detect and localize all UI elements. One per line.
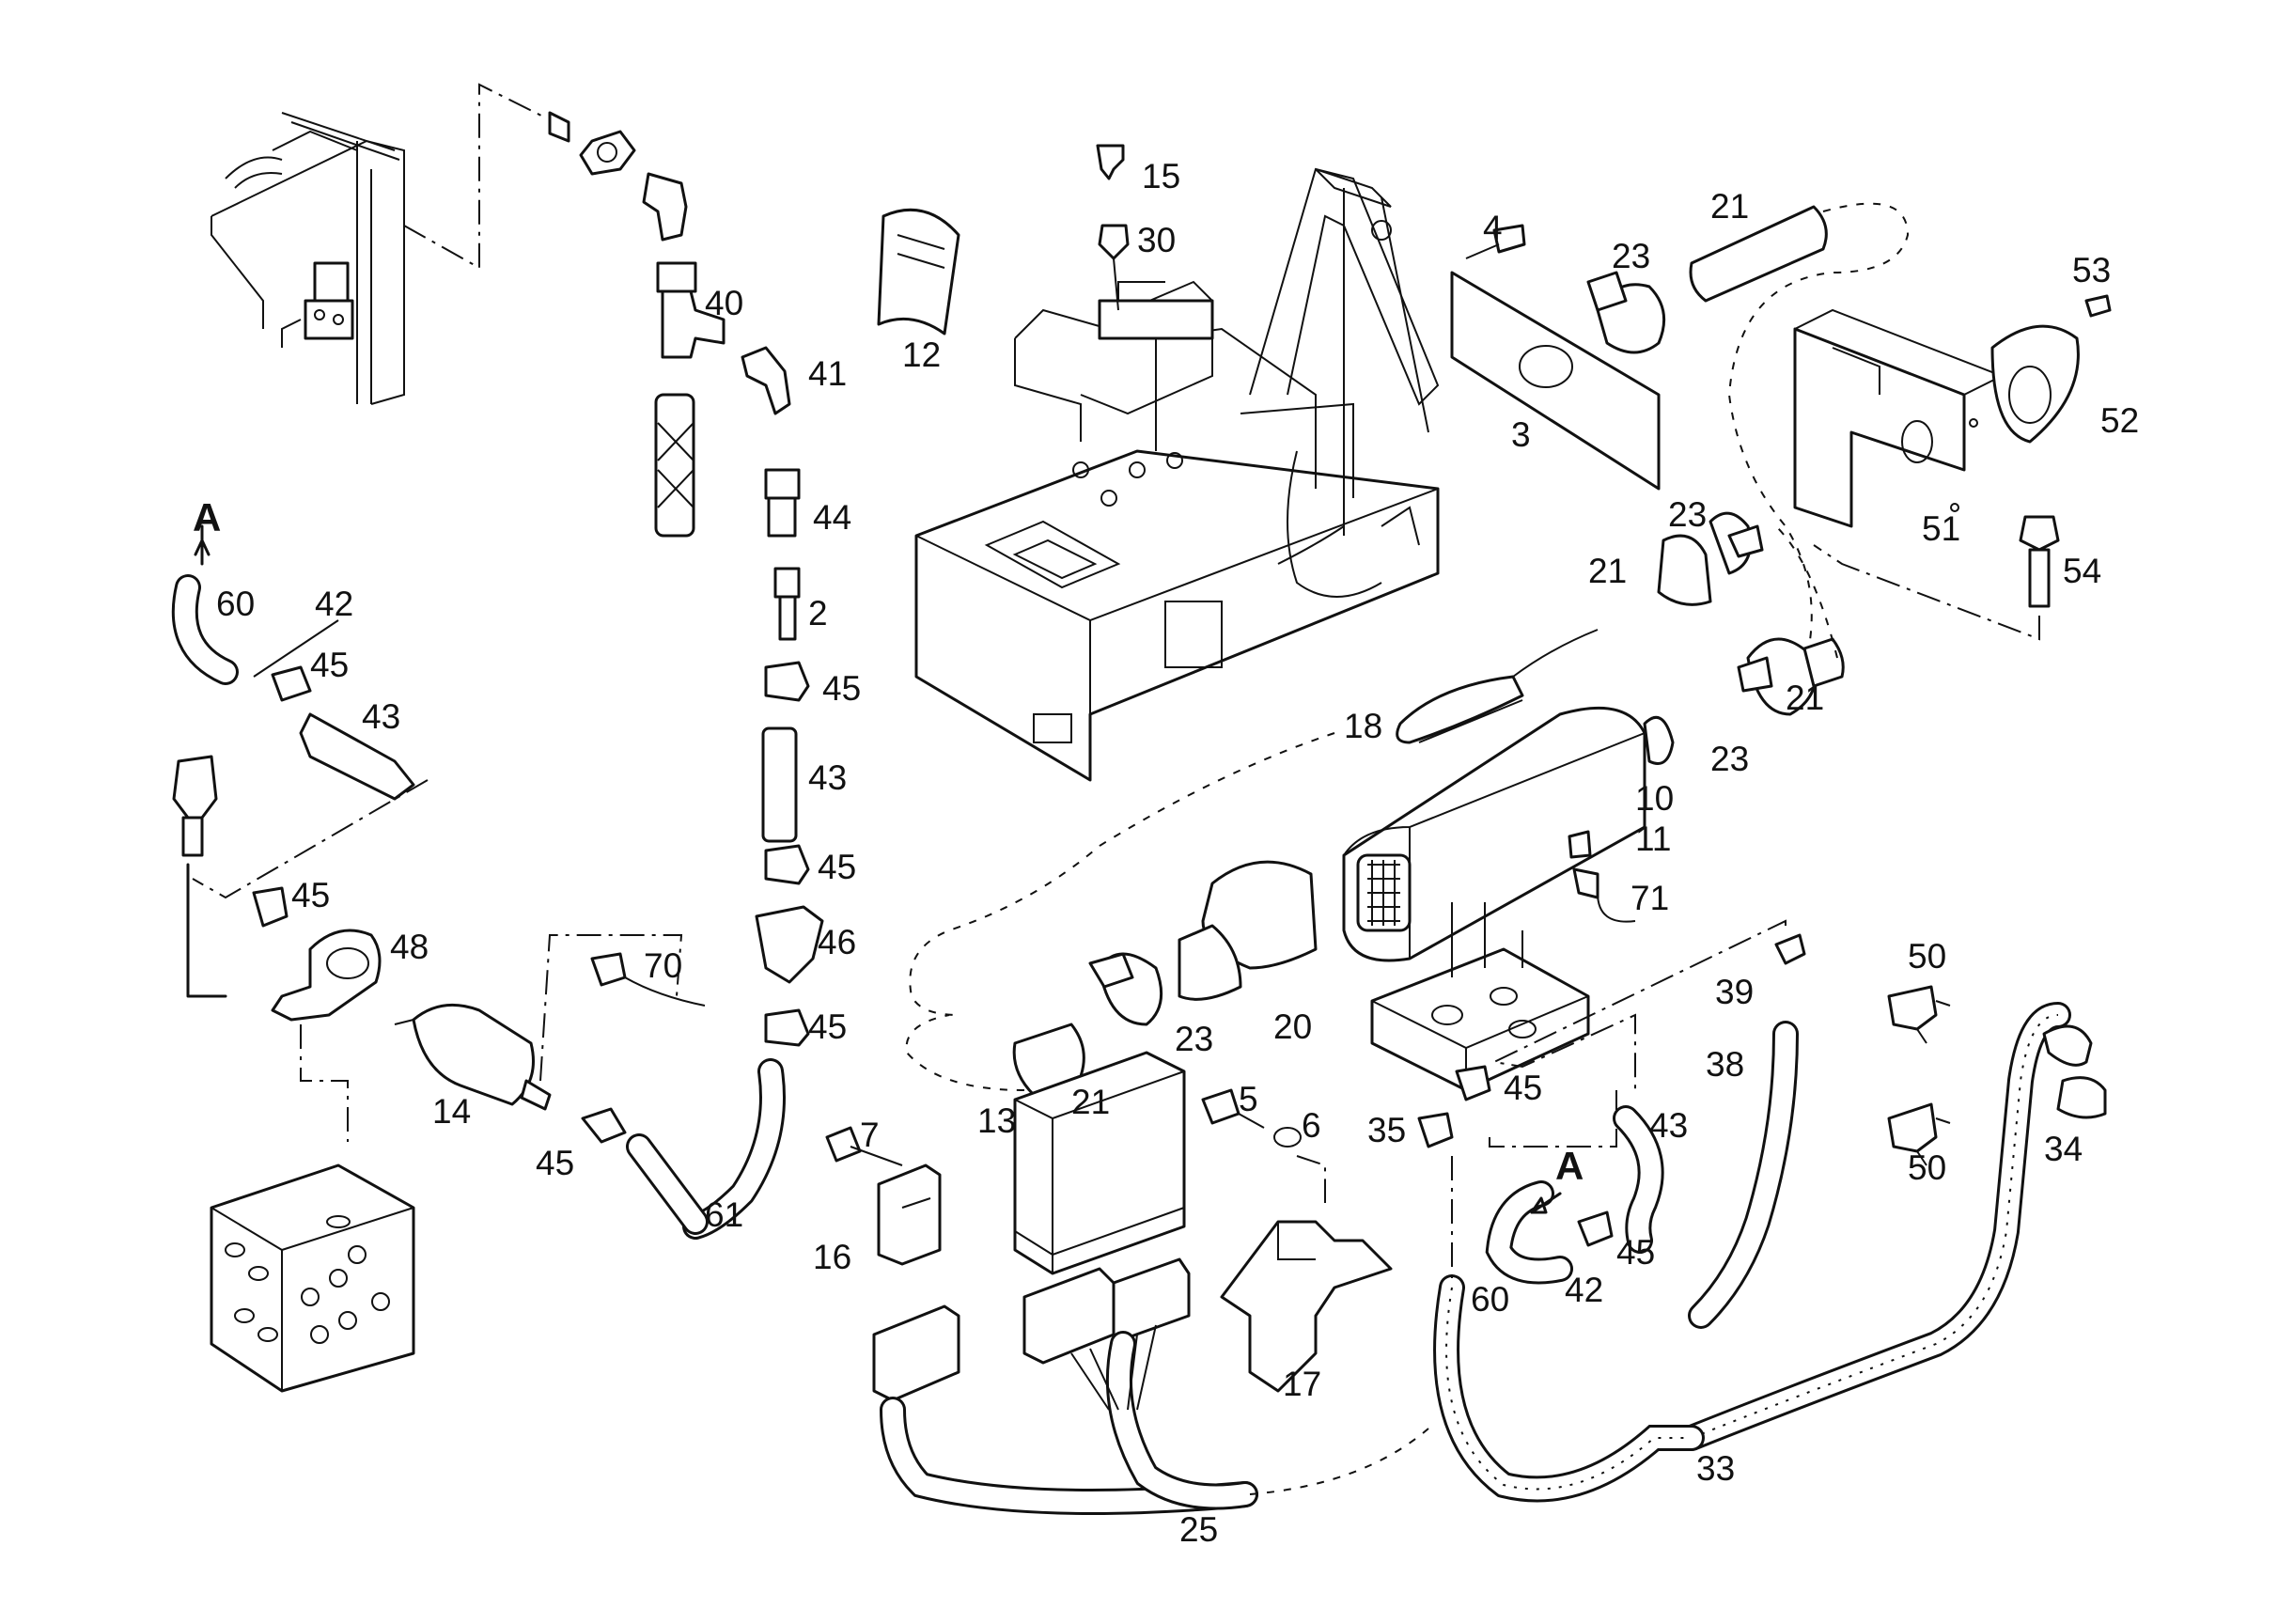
callout-20: 20 [1273, 1007, 1312, 1046]
vehicle-frame-section [211, 112, 405, 405]
callout-23-b: 23 [1668, 495, 1707, 534]
callout-6: 6 [1302, 1106, 1321, 1145]
heater-body [905, 629, 1806, 1329]
callout-46: 46 [818, 923, 856, 961]
callout-48: 48 [390, 928, 429, 966]
right-upper-assembly [1450, 202, 2112, 716]
callout-50-b: 50 [1908, 1148, 1946, 1187]
callout-45-d: 45 [310, 646, 349, 684]
callout-70: 70 [644, 946, 682, 985]
callout-16: 16 [813, 1238, 851, 1276]
callout-60-a: 60 [216, 585, 255, 623]
callout-13: 13 [977, 1101, 1016, 1140]
callout-53: 53 [2072, 251, 2111, 289]
callout-17: 17 [1283, 1365, 1321, 1403]
callout-52: 52 [2100, 401, 2139, 440]
callout-34: 34 [2044, 1130, 2083, 1168]
callout-30: 30 [1137, 221, 1176, 259]
lower-centre-cluster [825, 1051, 1429, 1515]
callout-21-a: 21 [1710, 187, 1749, 226]
callout-A-right: A [1555, 1144, 1584, 1188]
callout-43-b: 43 [362, 697, 400, 736]
callout-5: 5 [1239, 1080, 1258, 1118]
callout-45-c: 45 [808, 1007, 847, 1046]
callout-25: 25 [1179, 1510, 1218, 1549]
callout-12: 12 [902, 336, 941, 374]
callout-60-b: 60 [1471, 1280, 1509, 1319]
callout-18: 18 [1344, 707, 1382, 745]
callout-A-left: A [193, 495, 221, 539]
callout-2: 2 [808, 594, 828, 632]
left-pump-assembly [171, 524, 709, 1393]
callout-23-c: 23 [1710, 740, 1749, 778]
lower-right-cluster [1417, 985, 2107, 1503]
callout-50-a: 50 [1908, 937, 1946, 976]
callout-23-a: 23 [1612, 237, 1650, 275]
fuel-fitting-chain [403, 83, 824, 1240]
callout-15: 15 [1142, 157, 1180, 195]
heater-housing-unit [914, 167, 1440, 782]
callout-61: 61 [705, 1195, 743, 1234]
callout-21-d: 21 [1071, 1083, 1110, 1121]
callout-21-c: 21 [1786, 679, 1824, 717]
callout-10: 10 [1635, 779, 1674, 818]
top-small-parts [877, 144, 1130, 336]
callout-14: 14 [432, 1092, 471, 1131]
callout-45-g: 45 [1504, 1069, 1542, 1107]
callout-42-b: 42 [1565, 1271, 1603, 1309]
callout-43-a: 43 [808, 758, 847, 797]
callout-43-c: 43 [1649, 1106, 1688, 1145]
callout-39: 39 [1715, 973, 1754, 1011]
callout-33: 33 [1696, 1449, 1735, 1488]
callout-38: 38 [1706, 1045, 1744, 1084]
callout-41: 41 [808, 354, 847, 393]
callout-54: 54 [2063, 552, 2101, 590]
callout-45-f: 45 [536, 1144, 574, 1182]
callout-7: 7 [860, 1116, 880, 1154]
callout-45-b: 45 [818, 848, 856, 886]
callout-45-e: 45 [291, 876, 330, 914]
callout-21-b: 21 [1588, 552, 1627, 590]
callout-45-h: 45 [1616, 1233, 1655, 1272]
callout-labels: 15 30 12 40 41 44 2 45 43 45 46 45 A 60 … [193, 157, 2139, 1549]
callout-71: 71 [1630, 879, 1669, 917]
callout-4: 4 [1483, 209, 1503, 247]
callout-35: 35 [1367, 1111, 1406, 1149]
callout-44: 44 [813, 498, 851, 537]
callout-42-a: 42 [315, 585, 353, 623]
callout-3: 3 [1511, 415, 1531, 454]
callout-45-a: 45 [822, 669, 861, 708]
callout-11: 11 [1635, 820, 1671, 858]
callout-40: 40 [705, 284, 743, 322]
callout-51: 51 [1922, 509, 1960, 548]
callout-23-d: 23 [1175, 1020, 1213, 1058]
